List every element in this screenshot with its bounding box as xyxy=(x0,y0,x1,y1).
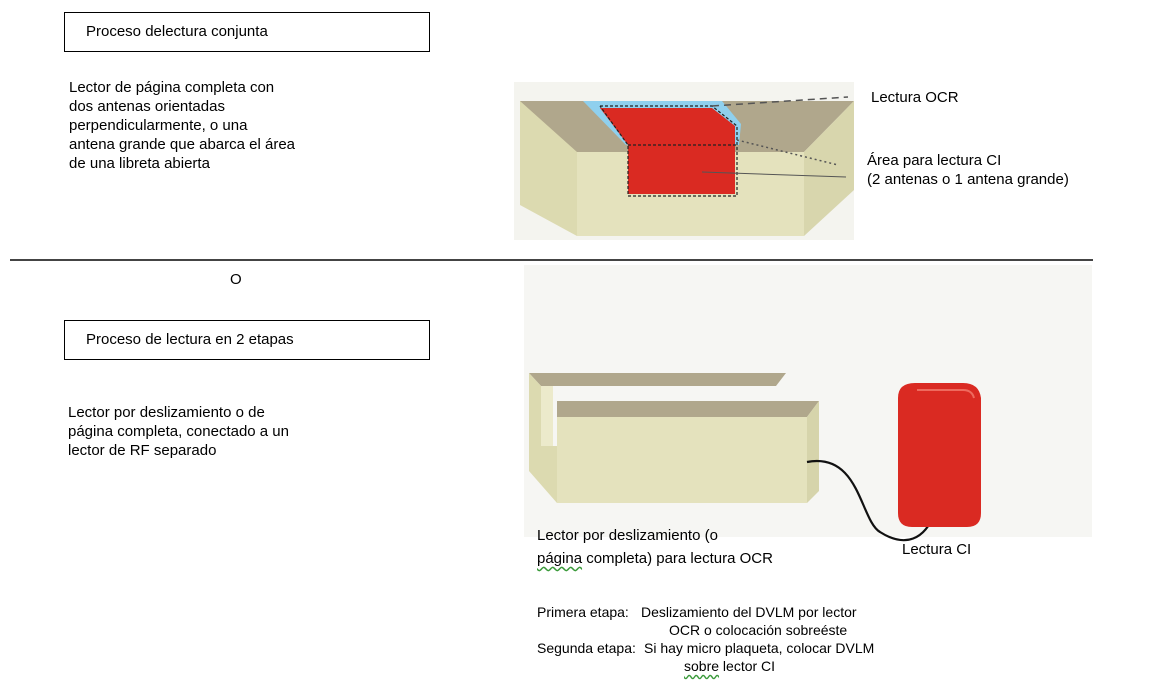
rf-reader-body xyxy=(898,383,981,527)
stage2-text-line-2: sobre lector CI xyxy=(684,657,775,676)
two-stage-desc-line-2: página completa, conectado a un xyxy=(68,423,289,440)
antenna-area-top xyxy=(600,108,735,145)
ci-area-solid-leader xyxy=(701,171,847,178)
two-stage-desc-line-3: lector de RF separado xyxy=(68,442,217,459)
joint-desc-line-4: antena grande que abarca el área xyxy=(69,136,296,153)
two-stage-process-title-box: Proceso de lectura en 2 etapas xyxy=(64,320,430,360)
swipe-caption-rest: completa) para lectura OCR xyxy=(582,550,773,567)
swipe-reader-front-top xyxy=(557,401,819,417)
stage1-label: Primera etapa: xyxy=(537,604,629,620)
swipe-reader-base-left xyxy=(529,446,557,503)
antenna-area-front xyxy=(628,140,735,194)
joint-desc-line-5: de una libreta abierta xyxy=(69,155,210,172)
swipe-reader-front-face xyxy=(557,417,807,503)
ci-reader-label: Lectura CI xyxy=(902,541,972,558)
swipe-reader-left-wall xyxy=(529,373,541,455)
stage1-text-line-1: Deslizamiento del DVLM por lector xyxy=(641,604,857,620)
rf-cable xyxy=(806,459,937,542)
swipe-reader-back-top xyxy=(529,373,786,386)
label-ci-area-line-1: Área para lectura CI xyxy=(867,152,1002,169)
stage1-text-line-2: OCR o colocación sobreéste xyxy=(669,622,848,638)
joint-desc-line-2: dos antenas orientadas xyxy=(69,98,225,115)
swipe-caption-line-2: página completa) para lectura OCR xyxy=(537,549,773,568)
swipe-reader-right-face xyxy=(807,401,819,503)
two-stage-process-title: Proceso de lectura en 2 etapas xyxy=(86,331,294,348)
full-page-reader-illustration xyxy=(514,82,854,240)
ci-area-dotted-leader xyxy=(736,139,839,166)
section-divider xyxy=(10,259,1093,261)
stage2-text-line-1: Si hay micro plaqueta, colocar DVLM xyxy=(644,640,875,656)
rf-reader-highlight xyxy=(917,389,975,399)
joint-process-title-box: Proceso delectura conjunta xyxy=(64,12,430,52)
reader-left-face xyxy=(520,101,577,236)
joint-desc-line-1: Lector de página completa con xyxy=(69,79,275,96)
stage2-rest: lector CI xyxy=(719,658,776,674)
label-ci-area-line-2: (2 antenas o 1 antena grande) xyxy=(867,171,1069,188)
ocr-leader-line xyxy=(711,96,849,107)
stage2-underlined-word: sobre xyxy=(684,658,720,674)
stage2-label: Segunda etapa: xyxy=(537,640,636,656)
joint-process-title: Proceso delectura conjunta xyxy=(86,23,268,40)
label-ocr-reading: Lectura OCR xyxy=(871,89,959,106)
joint-desc-line-3: perpendicularmente, o una xyxy=(69,117,248,134)
swipe-caption-underlined-word: página xyxy=(537,550,583,567)
separator-or: O xyxy=(230,271,242,288)
swipe-caption-line-1: Lector por deslizamiento (o xyxy=(537,527,718,544)
swipe-reader-slot xyxy=(541,386,553,446)
reader-right-face xyxy=(804,101,854,236)
two-stage-desc-line-1: Lector por deslizamiento o de xyxy=(68,404,265,421)
